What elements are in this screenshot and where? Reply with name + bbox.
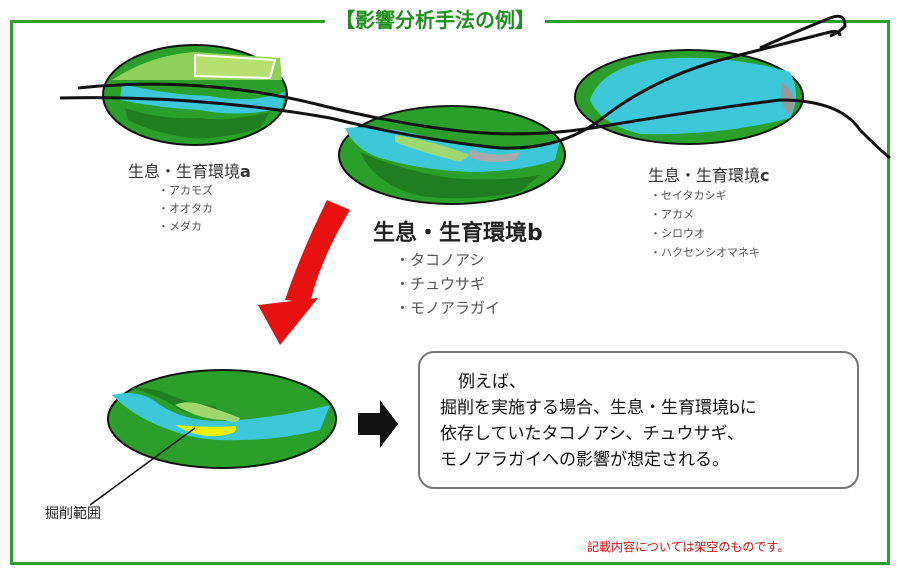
habitat-b-title: 生息・生育環境b bbox=[373, 215, 543, 247]
species-item: ・タコノアシ bbox=[395, 251, 485, 269]
road-line bbox=[77, 82, 891, 160]
impact-callout-box: 例えば、 掘削を実施する場合、生息・生育環境bに 依存していたタコノアシ、チュウ… bbox=[418, 351, 859, 489]
road-line bbox=[759, 14, 847, 50]
species-item: ・チュウサギ bbox=[395, 275, 486, 293]
species-item: ・アカモズ bbox=[158, 184, 213, 197]
species-item: ・シロウオ bbox=[650, 227, 705, 240]
habitat-b-species-list: ・タコノアシ ・チュウサギ ・モノアラガイ bbox=[395, 248, 500, 320]
habitat-b-title-prefix: 生息・生育環境 bbox=[373, 221, 528, 246]
diagram-title: 【影響分析手法の例】 bbox=[325, 6, 545, 34]
habitat-a-ellipse bbox=[102, 44, 288, 146]
black-arrow bbox=[358, 400, 398, 448]
species-item: ・オオタカ bbox=[158, 202, 213, 215]
species-item: ・セイタカシギ bbox=[650, 189, 727, 202]
habitat-c-title-prefix: 生息・生育環境 bbox=[648, 166, 761, 185]
habitat-b-ellipse bbox=[338, 105, 566, 205]
species-item: ・アカメ bbox=[650, 208, 694, 221]
habitat-b-title-suffix: b bbox=[527, 221, 543, 246]
habitat-a-title-prefix: 生息・生育環境 bbox=[128, 162, 241, 181]
habitat-a-species-list: ・アカモズ ・オオタカ ・メダカ bbox=[158, 182, 213, 236]
habitat-a-title: 生息・生育環境a bbox=[128, 158, 251, 182]
habitat-a-title-suffix: a bbox=[240, 162, 251, 181]
disclaimer-note: 記載内容については架空のものです。 bbox=[587, 540, 790, 554]
callout-line: モノアラガイへの影響が想定される。 bbox=[440, 450, 729, 470]
excavation-leader-line bbox=[89, 427, 196, 506]
road-line bbox=[59, 30, 842, 150]
habitat-c-species-list: ・セイタカシギ ・アカメ ・シロウオ ・ハクセンシオマネキ bbox=[650, 186, 760, 262]
excavation-ellipse bbox=[107, 369, 337, 469]
species-item: ・メダカ bbox=[158, 220, 202, 233]
red-arrow bbox=[258, 200, 350, 345]
species-item: ・モノアラガイ bbox=[395, 299, 501, 317]
habitat-c-title-suffix: c bbox=[760, 166, 770, 185]
callout-line: 掘削を実施する場合、生息・生育環境bに bbox=[440, 398, 757, 418]
callout-line: 例えば、 bbox=[458, 372, 526, 392]
habitat-c-ellipse bbox=[574, 49, 804, 145]
species-item: ・ハクセンシオマネキ bbox=[650, 246, 760, 259]
callout-line: 依存していたタコノアシ、チュウサギ、 bbox=[440, 424, 744, 444]
excavation-range-label: 掘削範囲 bbox=[45, 506, 101, 522]
habitat-c-title: 生息・生育環境c bbox=[648, 162, 770, 186]
